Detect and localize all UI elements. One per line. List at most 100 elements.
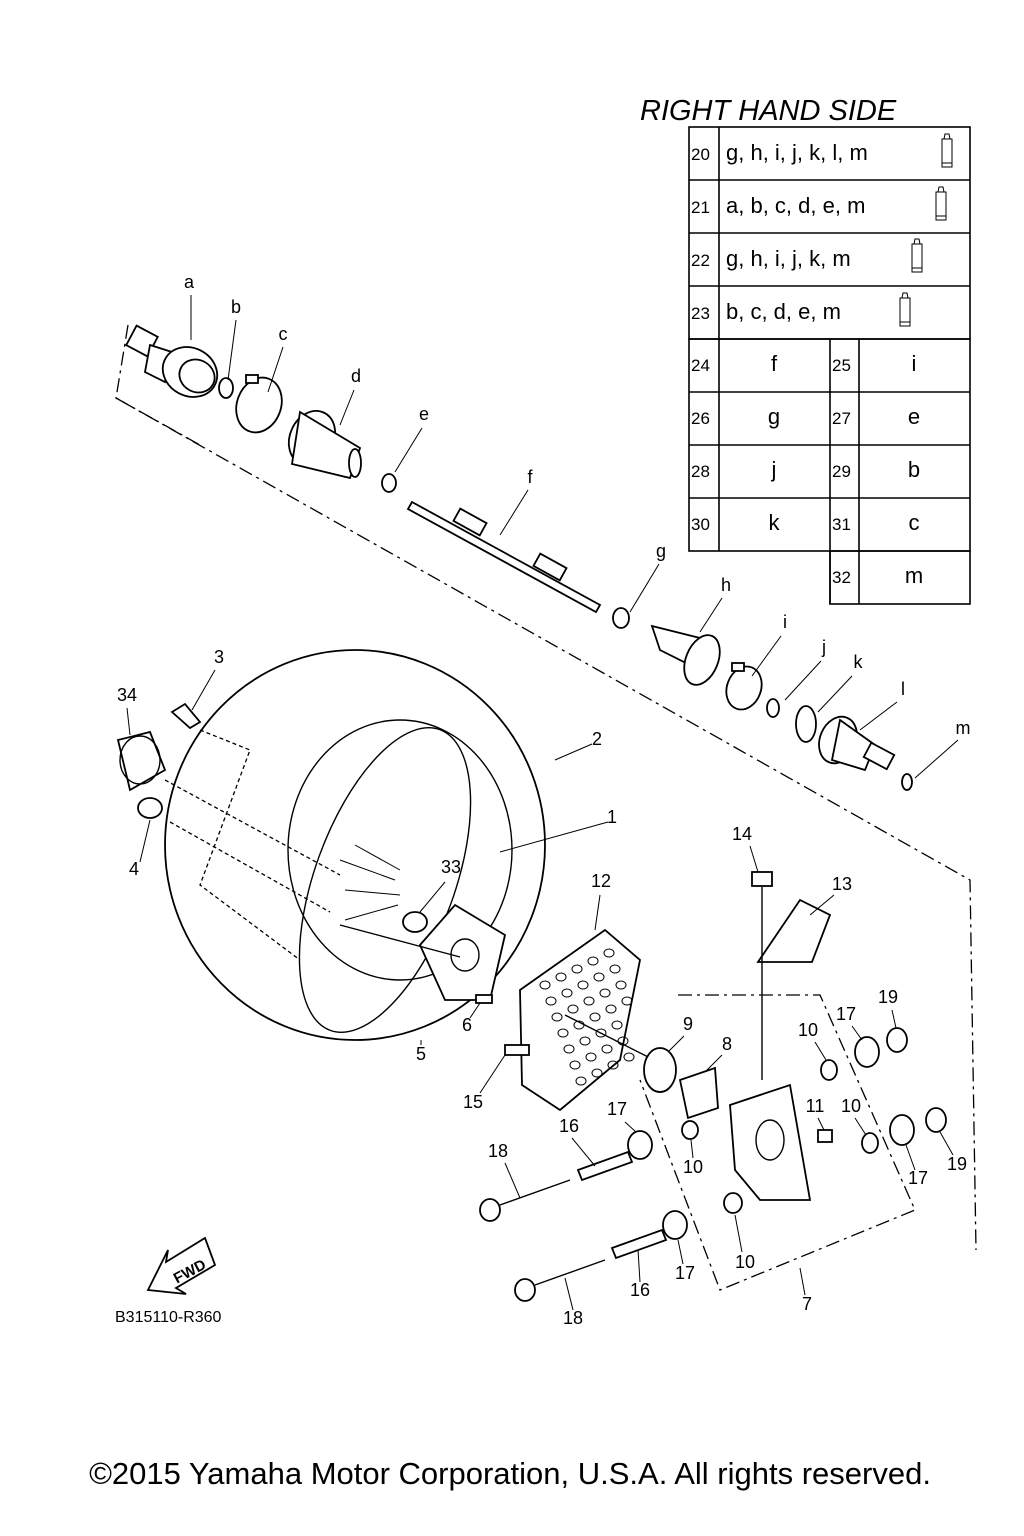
part-letter-label: m	[956, 718, 971, 738]
single-part-number: 27	[832, 409, 851, 428]
brake-disc	[519, 928, 641, 1112]
part-number-label: 10	[798, 1020, 818, 1040]
kit-number: 21	[691, 198, 710, 217]
disc-hole	[585, 1052, 597, 1062]
leader-line	[851, 1025, 863, 1041]
part-number-label: 4	[129, 859, 139, 879]
wheel-bearing	[678, 1066, 719, 1120]
leader-line	[564, 1277, 574, 1311]
leader-line	[479, 1054, 506, 1094]
fwd-arrow-icon: FWD	[146, 1236, 217, 1295]
single-part-number: 31	[832, 515, 851, 534]
grease-tube-icon	[911, 238, 923, 273]
spacer	[610, 1228, 668, 1260]
knuckle	[729, 1083, 812, 1201]
part-number-label: 19	[947, 1154, 967, 1174]
assembly-lines	[115, 324, 977, 1251]
single-part-number: 24	[691, 356, 710, 375]
kit-number: 22	[691, 251, 710, 270]
hub-nut	[402, 911, 428, 933]
disc-hole	[607, 1060, 619, 1070]
knuckle-assembly	[479, 871, 947, 1302]
brake-disc-assembly	[504, 928, 661, 1112]
single-part-row: 27 e	[832, 404, 920, 429]
disc-hole	[611, 1020, 623, 1030]
kit-parts: b, c, d, e, m	[726, 299, 841, 324]
kit-parts: g, h, i, j, k, l, m	[726, 140, 868, 165]
single-part-number: 29	[832, 462, 851, 481]
single-part-letter: k	[769, 510, 781, 535]
o-ring	[795, 705, 817, 743]
disc-hole	[545, 996, 557, 1006]
single-part-number: 28	[691, 462, 710, 481]
leader-line	[394, 427, 423, 473]
part-number-label: 9	[683, 1014, 693, 1034]
leader-line	[227, 319, 237, 381]
leader-line	[817, 675, 853, 713]
kit-number: 23	[691, 304, 710, 323]
leader-line	[126, 707, 131, 736]
part-letter-label: c	[279, 324, 288, 344]
leader-line	[469, 1002, 481, 1019]
part-letter-label: e	[419, 404, 429, 424]
circlip-2	[766, 698, 780, 718]
part-number-label: 16	[559, 1116, 579, 1136]
disc-hole	[605, 1004, 617, 1014]
single-part-letter: c	[909, 510, 920, 535]
disc-hole	[621, 996, 633, 1006]
single-part-letter: j	[771, 457, 777, 482]
leader-line	[905, 1144, 916, 1171]
leader-line	[734, 1214, 743, 1253]
kit-row: 22 g, h, i, j, k, m	[691, 246, 851, 271]
single-part-number: 25	[832, 356, 851, 375]
part-number-label: 17	[675, 1263, 695, 1283]
table-title: RIGHT HAND SIDE	[640, 95, 897, 127]
single-part-letter: e	[908, 404, 920, 429]
outer-cv-joint	[125, 324, 219, 398]
valve-stem	[170, 702, 202, 730]
leader-line	[939, 1131, 954, 1156]
part-letter-label: l	[901, 679, 905, 699]
axle-shaft	[406, 500, 602, 614]
disc-hole	[587, 956, 599, 966]
leader-line	[751, 635, 782, 677]
part-number-label: 7	[802, 1294, 812, 1314]
cv-boot	[287, 410, 362, 480]
leader-line	[667, 1035, 685, 1053]
leader-line	[267, 346, 284, 393]
inner-cv-joint	[818, 715, 896, 772]
leader-line	[704, 1054, 723, 1073]
part-number-label: 17	[607, 1099, 627, 1119]
part-number-label: 8	[722, 1034, 732, 1054]
leader-line	[504, 1162, 521, 1199]
valve-cap	[137, 797, 163, 819]
leader-line	[499, 821, 609, 853]
part-number-label: 6	[462, 1015, 472, 1035]
single-part-row: 31 c	[832, 510, 920, 535]
kit-row: 23 b, c, d, e, m	[691, 299, 841, 324]
collar	[889, 1114, 915, 1146]
part-letter-label: g	[656, 541, 666, 561]
wheel-stud	[475, 994, 493, 1004]
disc-bolt	[504, 1044, 530, 1056]
part-number-label: 19	[878, 987, 898, 1007]
leader-line	[814, 1041, 827, 1061]
part-number-label: 34	[117, 685, 137, 705]
pivot-bolt	[514, 1259, 606, 1302]
leader-line	[499, 489, 529, 536]
leader-line	[571, 1137, 596, 1167]
leader-line	[690, 1139, 694, 1159]
part-number-label: 3	[214, 647, 224, 667]
nut	[925, 1107, 947, 1133]
collar	[854, 1036, 880, 1068]
kit-row: 20 g, h, i, j, k, l, m	[691, 140, 868, 165]
boot-band	[235, 374, 283, 434]
disc-hole	[577, 980, 589, 990]
single-part-letter: g	[768, 404, 780, 429]
leader-line	[594, 894, 601, 931]
disc-hole	[557, 1028, 569, 1038]
disc-hole	[551, 1012, 563, 1022]
part-number-label: 15	[463, 1092, 483, 1112]
leader-line	[817, 1117, 825, 1131]
